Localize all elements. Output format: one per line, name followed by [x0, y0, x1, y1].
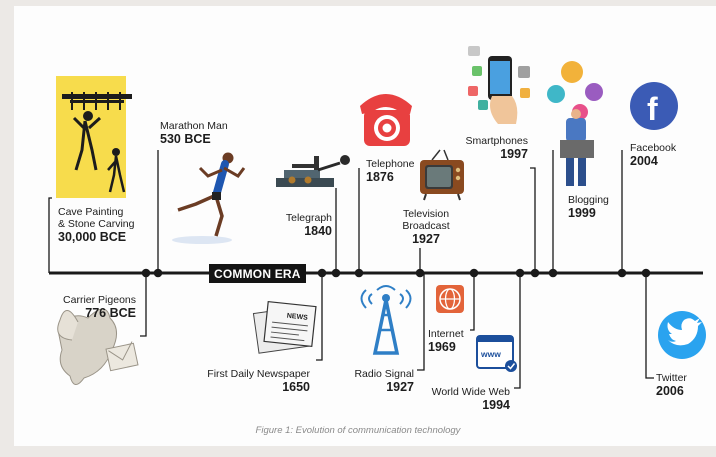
timeline-dot	[530, 268, 540, 278]
event-date: 1927	[386, 380, 414, 395]
event-world-wide-web: World Wide Web 1994	[432, 386, 510, 412]
event-marathon-man: Marathon Man 530 BCE	[160, 120, 228, 146]
connector-world-wide-web	[514, 273, 521, 389]
globe-icon	[436, 285, 464, 313]
event-title: Cave Painting	[58, 206, 124, 218]
event-date: 1999	[568, 206, 596, 221]
newspaper-icon: NEWS	[252, 300, 317, 354]
event-title: Blogging	[568, 194, 609, 206]
event-date: 1994	[482, 398, 510, 413]
event-date: 1927	[412, 232, 440, 247]
event-facebook: Facebook 2004	[630, 142, 676, 168]
timeline-dots	[141, 268, 651, 278]
event-title: & Stone Carving	[58, 218, 135, 231]
event-date: 1840	[304, 224, 332, 239]
pigeon-icon	[57, 308, 139, 385]
timeline-dot	[548, 268, 558, 278]
timeline-dot	[415, 268, 425, 278]
timeline-dot	[141, 268, 151, 278]
event-internet: Internet 1969	[428, 328, 464, 354]
smartphone-icon	[468, 46, 530, 124]
connector-radio-signal	[417, 273, 425, 371]
timeline-dot	[469, 268, 479, 278]
event-twitter: Twitter 2006	[656, 372, 687, 398]
event-title: Twitter	[656, 372, 687, 384]
event-carrier-pigeons: Carrier Pigeons 776 BCE	[63, 294, 136, 320]
event-title: First Daily Newspaper	[207, 368, 310, 380]
cave-painting-icon	[56, 76, 132, 198]
connector-carrier-pigeons	[140, 273, 147, 337]
event-date: 1876	[366, 170, 394, 185]
event-first-daily-newspaper: First Daily Newspaper 1650	[207, 368, 310, 394]
timeline-dot	[354, 268, 364, 278]
event-date: 30,000 BCE	[58, 230, 127, 245]
connector-internet	[470, 273, 475, 331]
event-telegraph: Telegraph 1840	[286, 212, 332, 238]
figure-caption: Figure 1: Evolution of communication tec…	[255, 425, 461, 436]
event-title: Smartphones	[465, 135, 528, 147]
common-era-label: COMMON ERA	[209, 264, 306, 283]
event-date: 2006	[656, 384, 684, 399]
www-icon: www	[476, 335, 517, 372]
event-date: 1650	[282, 380, 310, 395]
event-date: 1997	[500, 147, 528, 162]
event-date: 776 BCE	[85, 306, 136, 321]
event-date: 2004	[630, 154, 658, 169]
twitter-logo-icon	[658, 311, 706, 359]
timeline-dot	[641, 268, 651, 278]
event-title: Facebook	[630, 142, 677, 154]
event-title: Internet	[428, 328, 464, 340]
event-title: World Wide Web	[431, 386, 510, 398]
connector-smartphones	[530, 167, 536, 273]
event-telephone: Telephone 1876	[366, 158, 414, 184]
event-cave-painting: Cave Painting & Stone Carving 30,000 BCE	[58, 206, 134, 245]
event-smartphones: Smartphones 1997	[466, 135, 528, 161]
timeline-dot	[153, 268, 163, 278]
event-television-broadcast: Television Broadcast 1927	[396, 208, 456, 247]
rotary-phone-icon	[360, 94, 412, 146]
timeline-dot	[317, 268, 327, 278]
svg-text:www: www	[480, 349, 501, 359]
timeline-card	[14, 6, 716, 446]
event-date: 530 BCE	[160, 132, 211, 147]
event-title: Telegraph	[285, 212, 332, 224]
event-title: Telephone	[366, 158, 415, 170]
event-date: 1969	[428, 340, 456, 355]
connector-cave-painting	[48, 197, 52, 273]
radio-tower-icon	[360, 285, 412, 355]
event-title: Marathon Man	[160, 120, 228, 132]
timeline-dot	[515, 268, 525, 278]
timeline-dot	[617, 268, 627, 278]
event-radio-signal: Radio Signal 1927	[354, 368, 414, 394]
svg-text:f: f	[647, 91, 658, 127]
runner-icon	[170, 152, 246, 244]
connectors	[48, 150, 654, 389]
svg-text:NEWS: NEWS	[286, 313, 308, 322]
connector-twitter	[645, 273, 654, 379]
event-title: Television	[402, 208, 450, 220]
connector-first-daily-newspaper	[316, 273, 323, 361]
facebook-logo-icon: f	[630, 82, 678, 130]
telegraph-key-icon	[276, 155, 350, 187]
event-title: Broadcast	[402, 220, 450, 233]
event-title: Radio Signal	[354, 368, 414, 380]
event-blogging: Blogging 1999	[568, 194, 609, 220]
blogger-icon	[547, 61, 603, 186]
television-icon	[420, 149, 464, 201]
event-title: Carrier Pigeons	[63, 294, 136, 306]
timeline-dot	[331, 268, 341, 278]
